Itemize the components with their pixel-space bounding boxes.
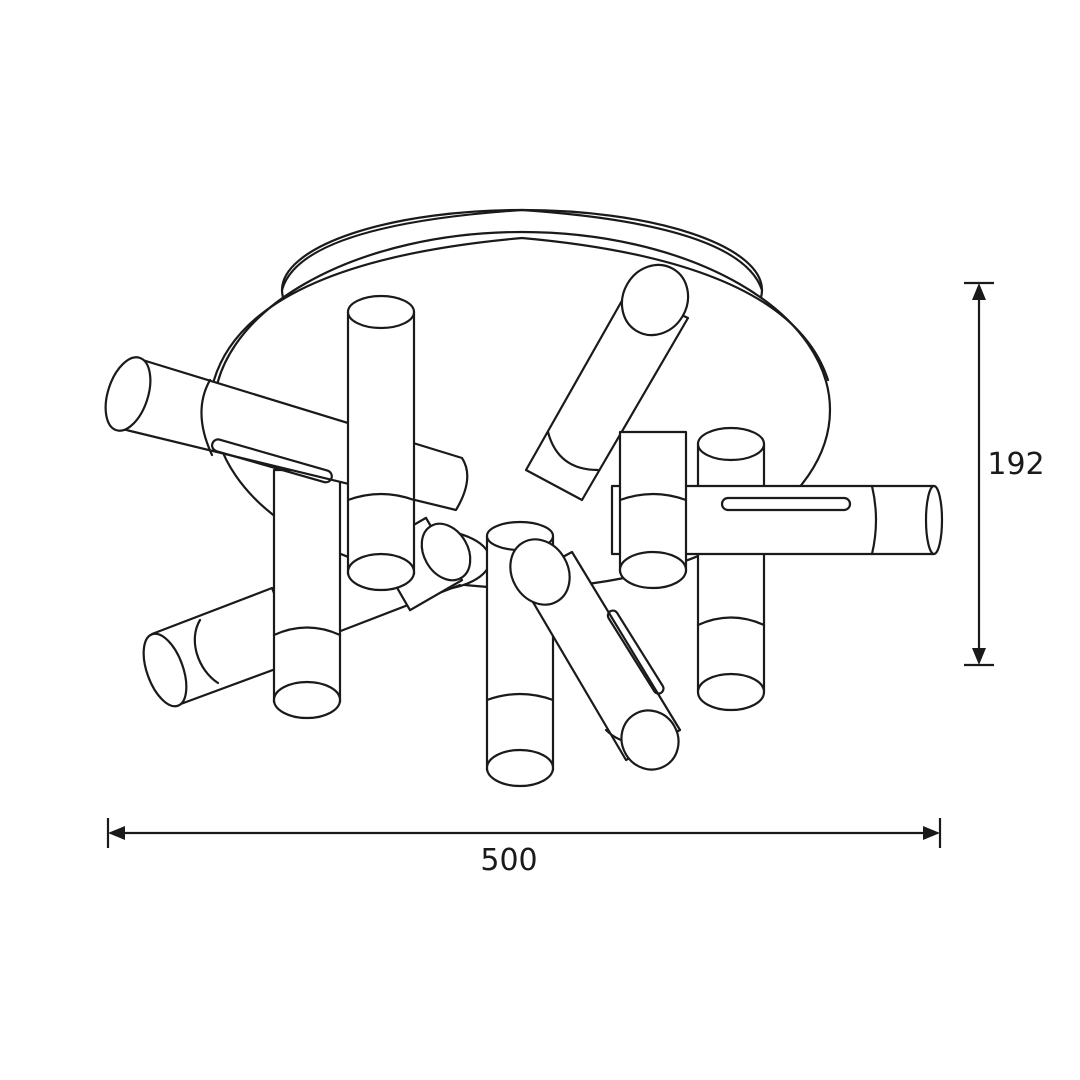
tube-left-vertical <box>272 468 342 720</box>
tube-right-vertical <box>696 426 766 712</box>
width-label: 500 <box>480 843 537 878</box>
width-dimension <box>106 818 942 848</box>
tube-lower-angled <box>509 538 682 771</box>
tube-center-right-vertical <box>618 430 688 590</box>
tube-upper-angled <box>524 263 690 502</box>
tube-center-left-vertical <box>346 294 416 592</box>
height-dimension <box>964 281 994 667</box>
height-label: 192 <box>987 447 1044 482</box>
